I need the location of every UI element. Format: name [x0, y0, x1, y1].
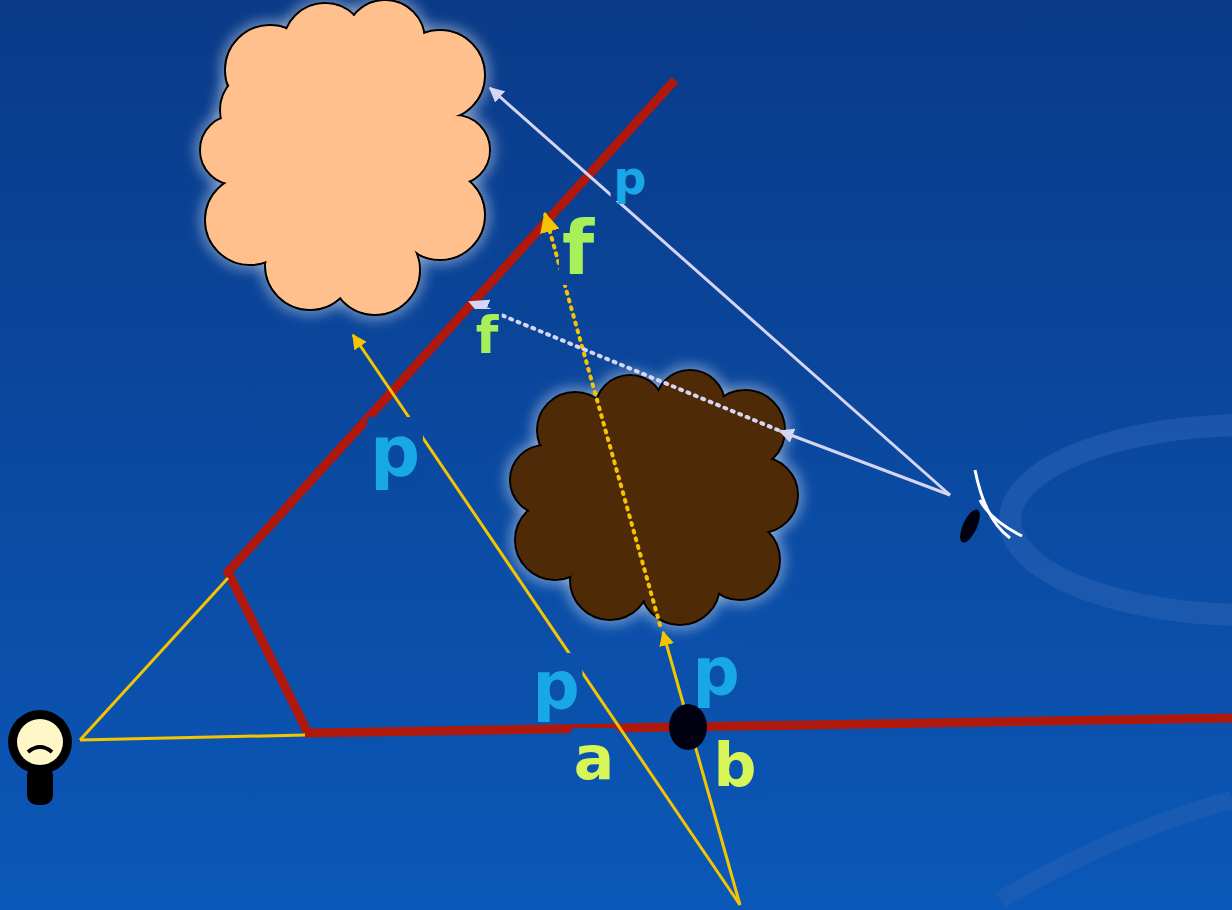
wall [228, 80, 1232, 733]
view-ray [780, 431, 950, 495]
view-ray-dotted [470, 302, 778, 430]
light-ray [80, 578, 228, 740]
participating-cloud [194, 0, 496, 321]
path-label: p [689, 639, 742, 705]
light-ray [353, 335, 740, 905]
light-bulb [8, 710, 72, 805]
path-label: p [611, 155, 650, 201]
vertex-label: a [571, 728, 618, 788]
path-label: f [473, 309, 502, 361]
vertex-label: b [711, 735, 760, 795]
occluding-cloud [504, 364, 804, 631]
path-vertex [669, 704, 707, 750]
path-label: p [529, 653, 582, 719]
decor-swirl [1000, 800, 1232, 900]
eye [956, 470, 1022, 545]
path-label: f [559, 211, 597, 285]
view-ray [490, 88, 950, 495]
decor-swirl [1010, 425, 1232, 615]
path-label: p [367, 417, 423, 487]
light-ray [80, 735, 305, 740]
